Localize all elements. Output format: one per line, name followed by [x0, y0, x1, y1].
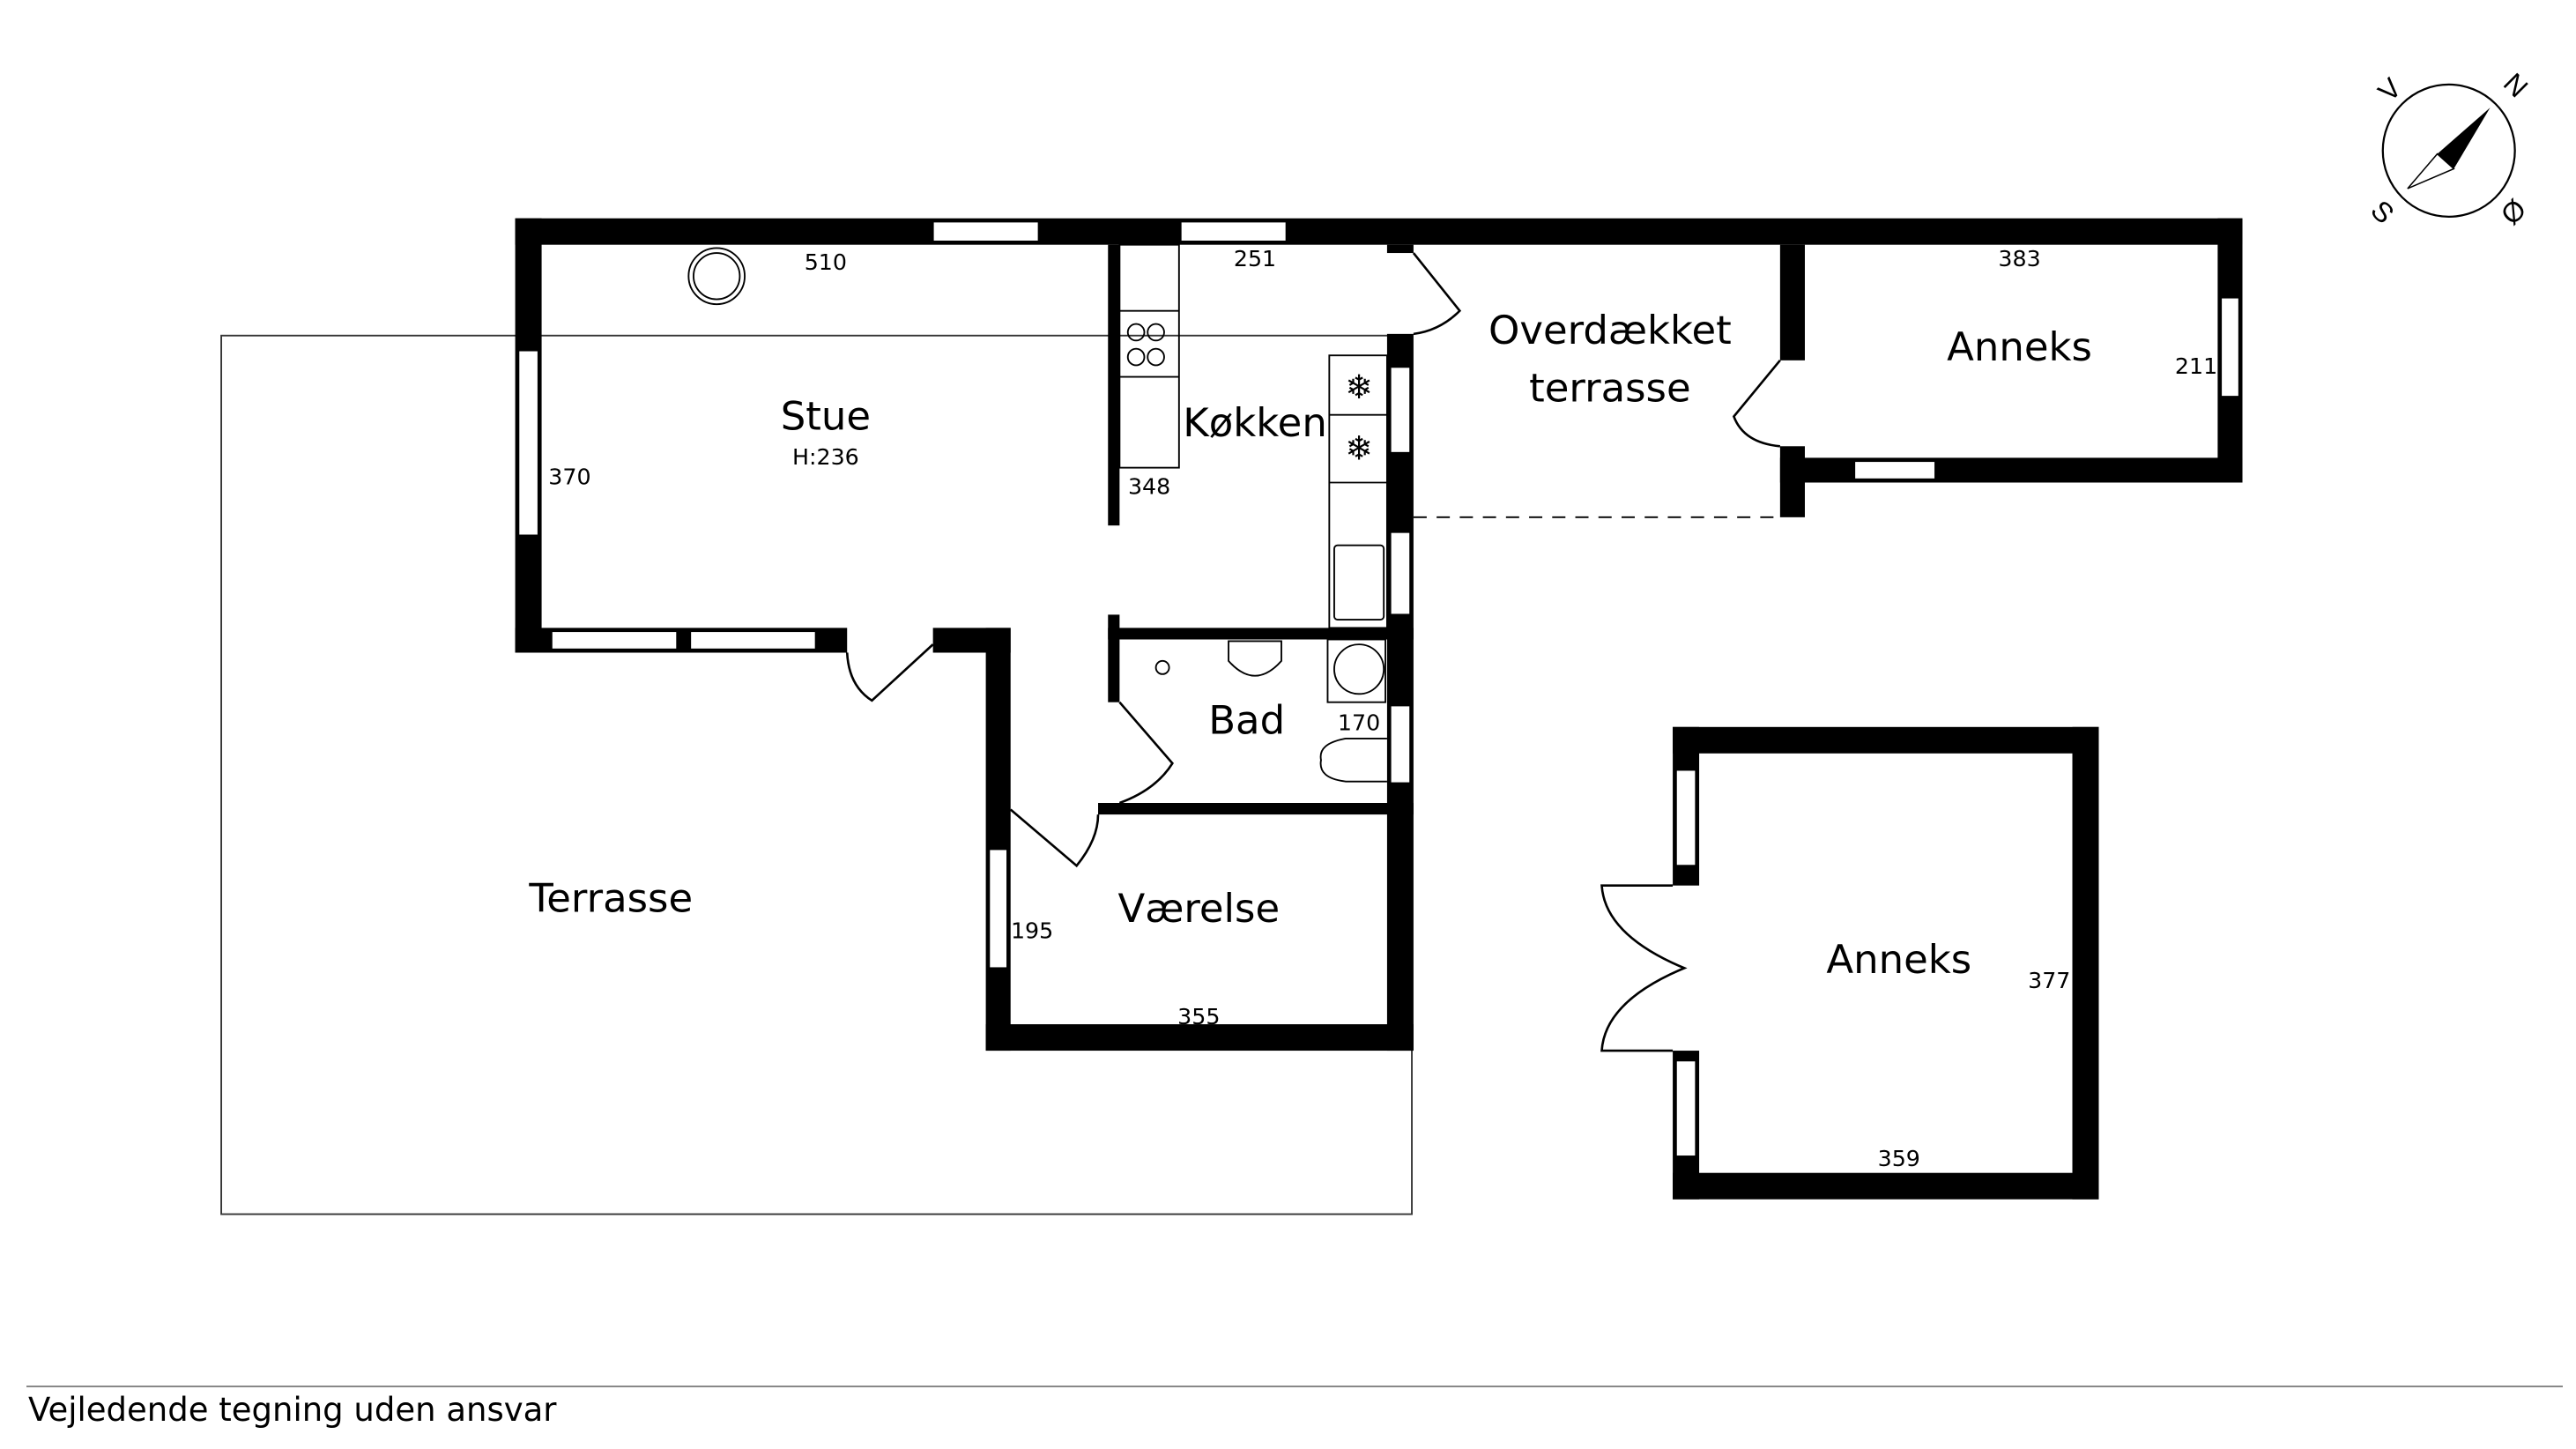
footer-disclaimer: Vejledende tegning uden ansvar	[28, 1391, 557, 1429]
walls	[515, 218, 2243, 1200]
kokken-dim-top: 251	[1234, 246, 1276, 271]
kokken-dim-side: 348	[1128, 474, 1170, 500]
stue-dim-top: 510	[805, 249, 847, 275]
compass-o: Ø	[2494, 193, 2532, 231]
anneks1-dim-right: 211	[2175, 353, 2217, 379]
compass-icon: N V S Ø	[2364, 67, 2534, 231]
fridge-icon: ❄	[1345, 429, 1372, 466]
room-label-kokken: Køkken	[1183, 399, 1327, 446]
footer-divider	[26, 1386, 2563, 1387]
bad-dim: 170	[1338, 710, 1380, 736]
freezer-icon: ❄	[1345, 368, 1372, 405]
room-label-vaerelse: Værelse	[1118, 885, 1281, 932]
room-label-overdaekket: Overdækket	[1488, 307, 1732, 353]
toilet-icon	[1319, 737, 1387, 783]
doors	[845, 252, 1781, 1052]
anneks1-dim-top: 383	[1998, 246, 2040, 271]
washing-machine-icon	[1333, 643, 1385, 695]
vaerelse-dim-bottom: 355	[1177, 1004, 1220, 1029]
hob-icon	[1126, 323, 1146, 342]
compass-v: V	[2372, 71, 2408, 108]
room-label-terrasse: Terrasse	[528, 875, 693, 922]
compass-n: N	[2498, 67, 2535, 104]
room-label-terrasse-covered: terrasse	[1529, 365, 1691, 412]
washbasin-icon	[1228, 640, 1282, 677]
compass-s: S	[2364, 194, 2400, 229]
stove-icon	[687, 247, 746, 306]
stue-height: H:236	[792, 444, 859, 470]
anneks2-dim-bottom: 359	[1878, 1146, 1920, 1171]
shower-icon	[1154, 659, 1170, 675]
fixtures: ❄ ❄	[687, 243, 1388, 783]
room-label-bad: Bad	[1208, 696, 1285, 743]
room-label-anneks-1: Anneks	[1947, 323, 2092, 370]
stue-dim-left: 370	[548, 464, 590, 489]
vaerelse-dim-left: 195	[1011, 918, 1053, 944]
sink-icon	[1333, 544, 1385, 620]
anneks2-dim-right: 377	[2028, 968, 2070, 993]
room-label-stue: Stue	[781, 393, 871, 440]
room-label-anneks-2: Anneks	[1826, 936, 1971, 983]
